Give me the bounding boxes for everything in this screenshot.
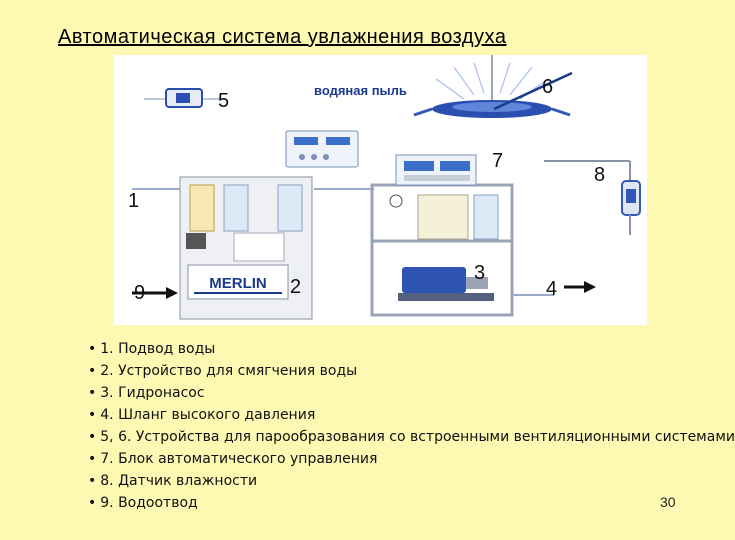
legend-item: •3. Гидронасос xyxy=(88,385,205,401)
legend-item: •2. Устройство для смягчения воды xyxy=(88,363,358,379)
mist-label: водяная пыль xyxy=(314,83,407,98)
callout-3: 3 xyxy=(474,262,485,284)
callout-8: 8 xyxy=(594,164,605,186)
humidity-sensor xyxy=(544,160,641,235)
legend-item: •5, 6. Устройства для парообразования со… xyxy=(88,429,735,445)
callout-5: 5 xyxy=(218,90,229,112)
legend-item: •4. Шланг высокого давления xyxy=(88,407,316,423)
callout-2: 2 xyxy=(290,276,301,298)
legend-item: •7. Блок автоматического управления xyxy=(88,451,378,467)
callout-6: 6 xyxy=(542,76,553,98)
water-softener-cabinet: MERLIN xyxy=(179,176,313,320)
brand-logo-text: MERLIN xyxy=(209,275,267,292)
legend-item: •9. Водоотвод xyxy=(88,495,198,511)
callout-1: 1 xyxy=(128,190,139,212)
callout-4: 4 xyxy=(546,278,557,300)
diagram-illustration: MERLIN xyxy=(128,55,641,320)
drain-arrow xyxy=(132,287,178,299)
pump-station-rack xyxy=(370,154,514,317)
legend-item: •1. Подвод воды xyxy=(88,341,216,357)
humidification-system-diagram: MERLIN xyxy=(114,55,647,325)
misting-fan-unit xyxy=(413,55,571,118)
misting-pointer-line xyxy=(493,71,573,111)
callout-9: 9 xyxy=(134,282,145,304)
wall-mist-unit xyxy=(144,88,224,108)
component-legend: •1. Подвод воды •2. Устройство для смягч… xyxy=(88,338,735,514)
callout-7: 7 xyxy=(492,150,503,172)
slide-title: Автоматическая система увлажнения воздух… xyxy=(58,26,507,48)
legend-item: •8. Датчик влажности xyxy=(88,473,258,489)
outlet-arrow xyxy=(564,281,596,293)
wall-control-panel xyxy=(285,130,359,168)
page-number: 30 xyxy=(660,494,676,510)
